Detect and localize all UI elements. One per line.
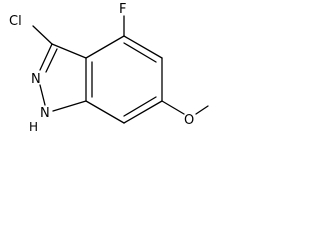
bond-c6-o (161, 100, 185, 115)
atom-label-nitrogen-nh: N (40, 106, 50, 121)
bond-c3a-c4 (85, 35, 125, 59)
bond-c4-c5-inner (123, 42, 157, 63)
atom-label-fluorine: F (119, 2, 126, 17)
bond-n1-c7a (52, 100, 87, 112)
bond-o-methyl (195, 105, 209, 115)
bond-c6-c7-inner (123, 96, 157, 117)
atom-label-chlorine: Cl (9, 14, 22, 29)
bond-n2-n1 (39, 84, 46, 106)
bond-c4-c5 (123, 35, 163, 59)
bond-c3-n2-double (45, 48, 58, 73)
bond-c3-n2 (39, 43, 53, 71)
bond-c6-c7 (123, 100, 163, 124)
bond-c7-c7a (85, 100, 125, 124)
atom-label-oxygen: O (184, 113, 194, 128)
molecule-structure: Cl F N N H O (9, 2, 209, 134)
bond-c3-cl (32, 25, 53, 45)
atom-label-nitrogen-ring: N (31, 72, 41, 87)
atom-label-hydrogen-nh: H (29, 120, 38, 134)
bond-c3-c3a (51, 43, 87, 59)
